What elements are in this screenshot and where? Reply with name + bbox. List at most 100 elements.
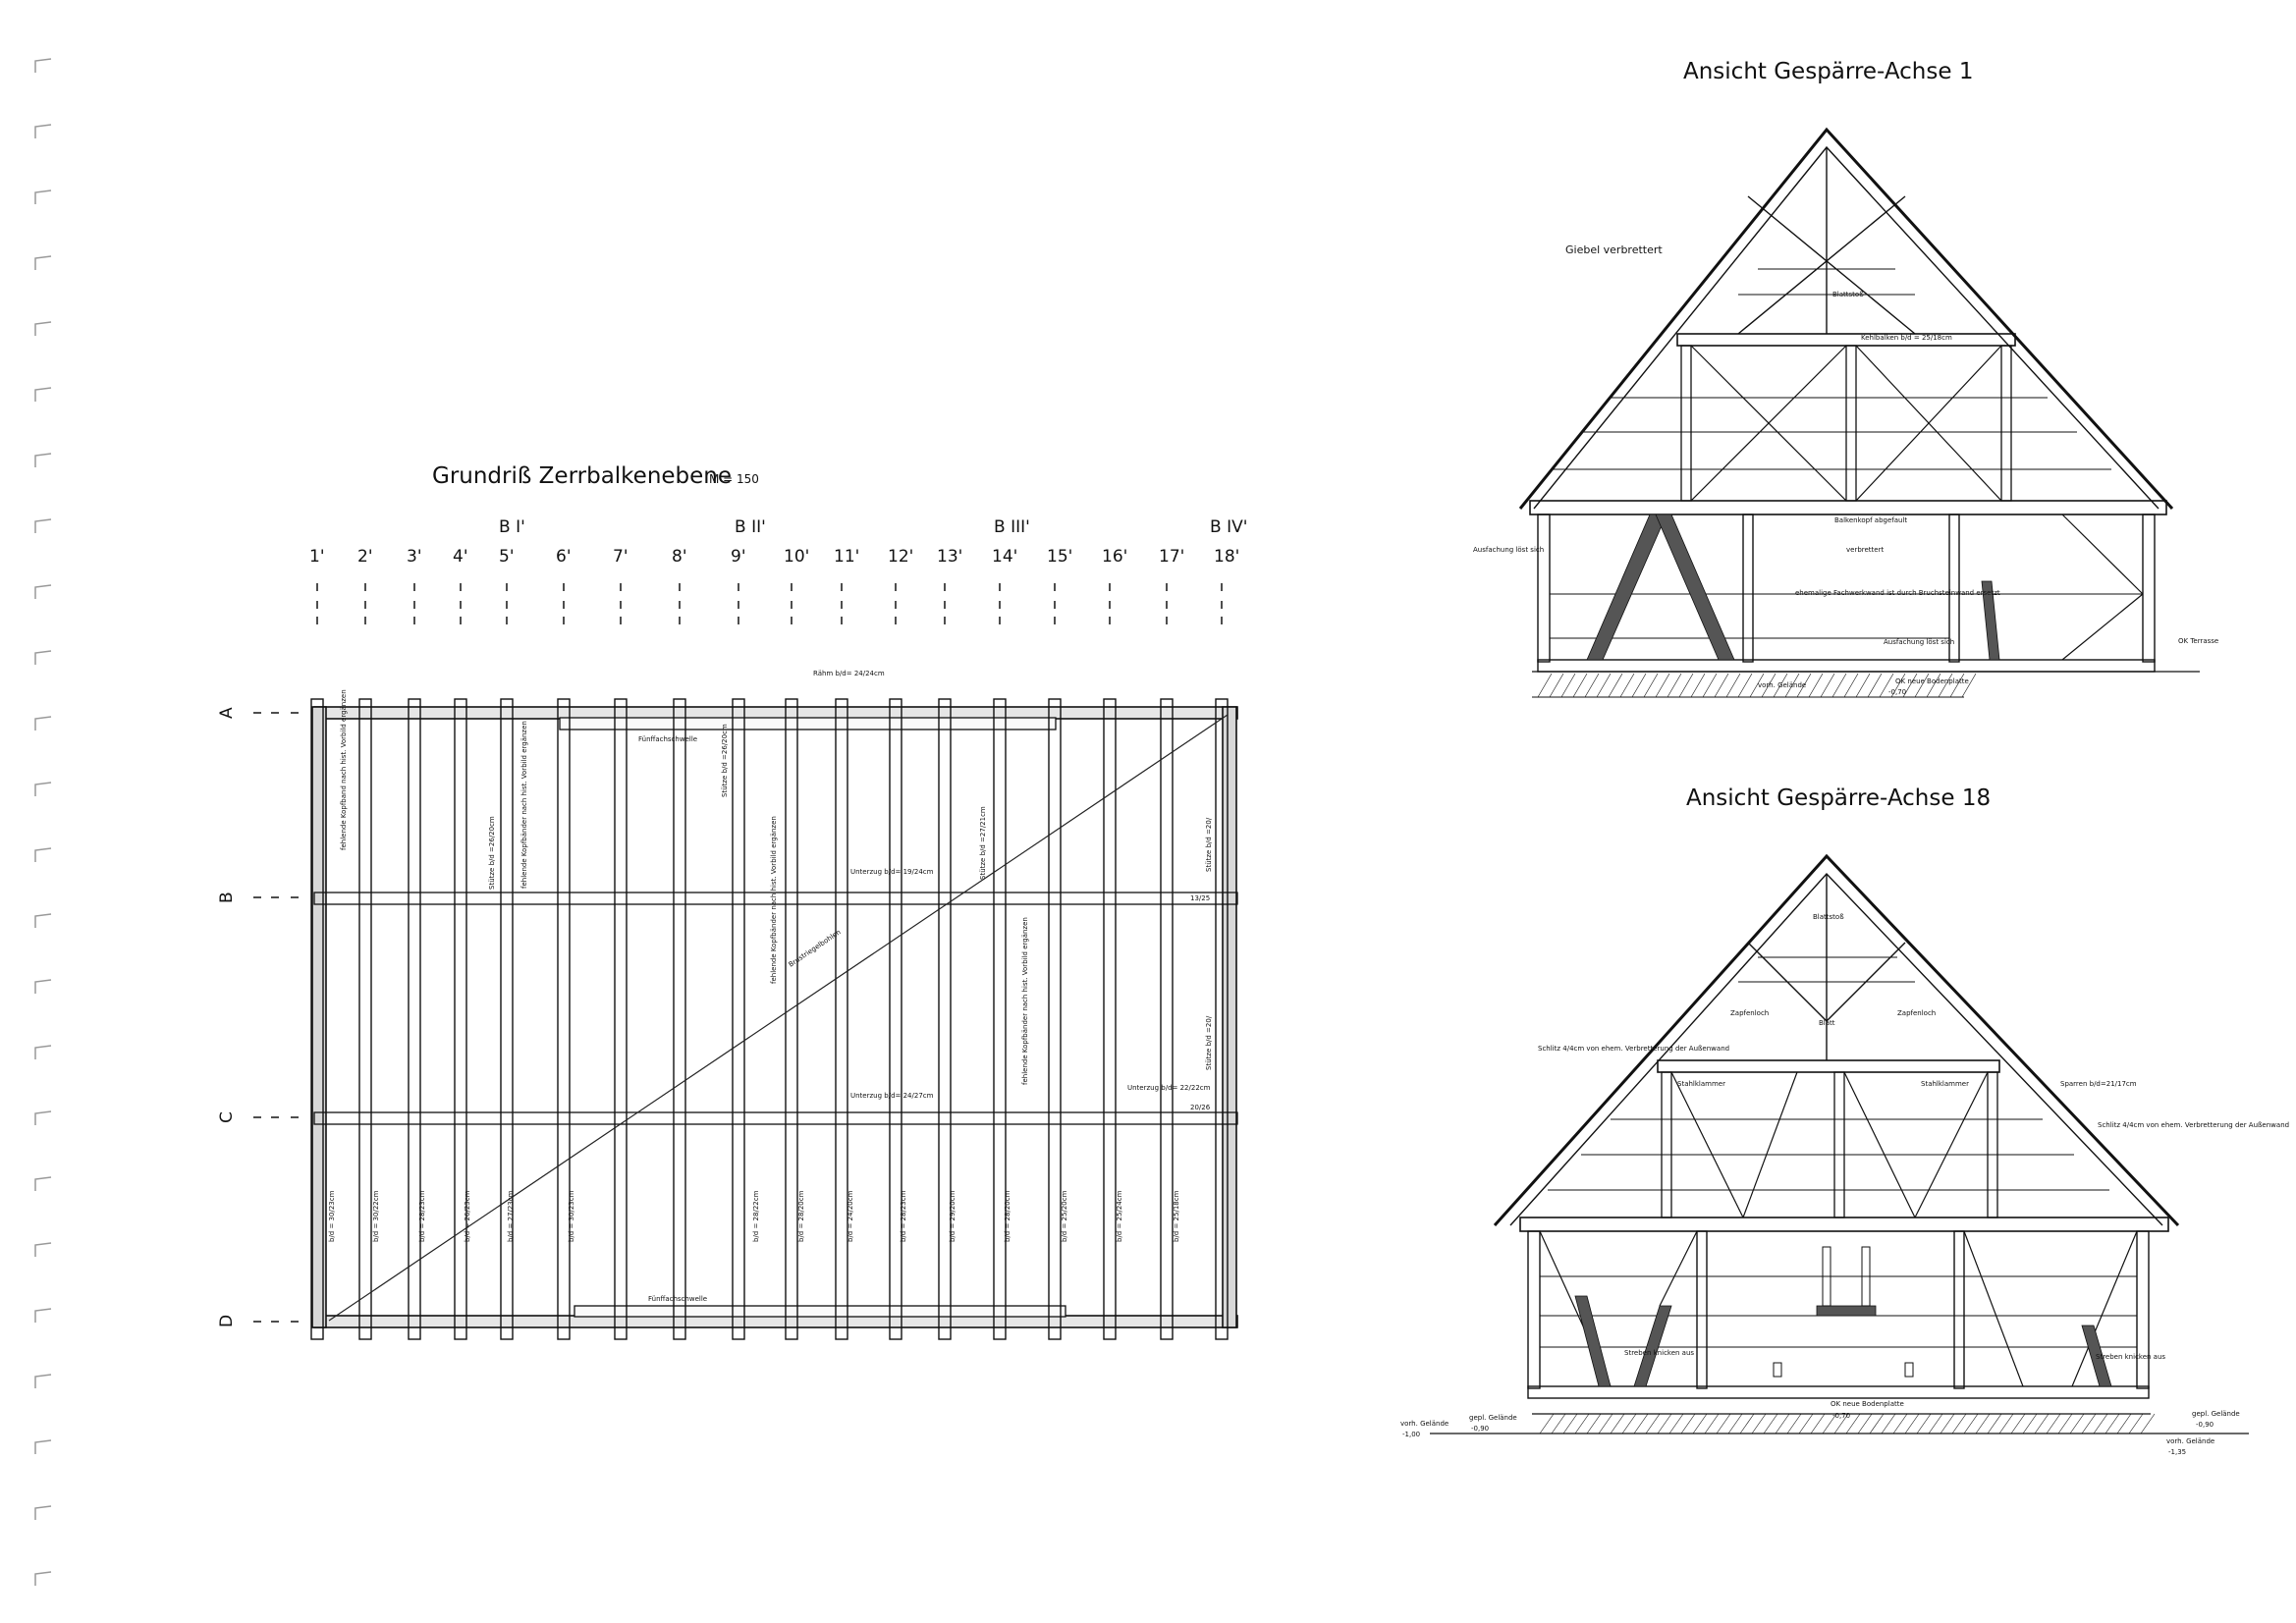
plan-joist: [500, 698, 514, 1340]
ground-hatch: [1975, 1413, 1991, 1434]
note-giebel: Giebel verbrettert: [1565, 243, 1663, 256]
margin-tick: [34, 913, 52, 928]
plan-column-axis-label: 4': [453, 547, 468, 567]
note-kopfband-3: fehlende Kopfbänder nach hist. Vorbild e…: [770, 816, 778, 984]
plan-column-axis-ticks: [316, 583, 1223, 624]
ground-hatch: [1843, 673, 1859, 698]
note-schlitz-right: Schlitz 4/4cm von ehem. Verbretterung de…: [2098, 1121, 2289, 1129]
plan-column-axis-label: 10': [784, 547, 809, 567]
plan-joist: [889, 698, 902, 1340]
ground-hatch: [1822, 1413, 1837, 1434]
plan-beam-label: b/d = 30/22cm: [372, 1190, 380, 1242]
note-unterzug-2: Unterzug b/d= 24/27cm: [850, 1092, 934, 1100]
ground-hatch: [1608, 673, 1623, 698]
elevation-axis-1: [1518, 127, 2200, 698]
margin-tick: [34, 1242, 52, 1257]
note-verbrettert: verbrettert: [1846, 546, 1884, 554]
note-blattstoss-1: Blattstoß: [1832, 291, 1864, 298]
note-kopfband-2: fehlende Kopfbänder nach hist. Vorbild e…: [520, 721, 528, 889]
ground-hatch: [1998, 1413, 2014, 1434]
plan-beam-label: b/d = 28/20cm: [797, 1190, 805, 1242]
ground-hatch: [1916, 1413, 1932, 1434]
plan-row-axis-label: C: [217, 1111, 237, 1123]
plan-column-axis-label: 9': [731, 547, 746, 567]
ground-hatch: [1751, 1413, 1767, 1434]
ground-hatch: [1810, 1413, 1826, 1434]
ground-hatch: [1549, 673, 1564, 698]
margin-tick: [34, 255, 52, 270]
margin-tick: [34, 650, 52, 665]
ground-hatch: [2022, 1413, 2038, 1434]
plan-column-axis-label: 16': [1102, 547, 1127, 567]
margin-tick: [34, 782, 52, 796]
ground-hatch: [1739, 1413, 1755, 1434]
ground-hatch: [1857, 1413, 1873, 1434]
ground-hatch: [1763, 1413, 1778, 1434]
ground-hatch: [1914, 673, 1930, 698]
plan-row-axis-label: A: [217, 707, 237, 719]
plan-row-axis-label: D: [217, 1315, 237, 1327]
note-gelaende-1: vorh. Gelände: [1758, 681, 1806, 689]
ground-hatch: [2140, 1413, 2156, 1434]
plan-column-axis-label: 3': [407, 547, 422, 567]
plan-beam-label: b/d = 26/23cm: [464, 1190, 471, 1242]
ground-hatch: [1987, 1413, 2002, 1434]
plan-column-axis-label: 17': [1159, 547, 1184, 567]
plan-joist: [310, 698, 324, 1340]
ground-hatch: [1940, 1413, 1955, 1434]
margin-tick: [34, 1571, 52, 1586]
margin-tick: [34, 1374, 52, 1388]
elevation-1-notes: Giebel verbrettert Blattstoß Kehlbalken …: [1473, 243, 2218, 696]
margin-tick: [34, 847, 52, 862]
ground-hatch: [1655, 673, 1670, 698]
ground-hatch: [1855, 673, 1871, 698]
ground-hatch: [1668, 1413, 1684, 1434]
ground-hatch: [1657, 1413, 1672, 1434]
ground-hatch: [1926, 673, 1941, 698]
margin-tick: [34, 716, 52, 730]
margin-tick: [34, 518, 52, 533]
ground-hatch: [1773, 673, 1788, 698]
ground-hatch: [1631, 673, 1647, 698]
ground-hatch: [1761, 673, 1777, 698]
ground-hatch: [1643, 673, 1659, 698]
plan-beam-label: b/d = 28/23cm: [900, 1190, 907, 1242]
ground-hatch: [1727, 1413, 1743, 1434]
plan-scale: M = 150: [709, 472, 759, 486]
note-gepl-level-right: -0,90: [2196, 1421, 2214, 1429]
plan-column-axis-label: 6': [556, 547, 572, 567]
note-vorh-gelaende-right: vorh. Gelände: [2166, 1437, 2214, 1445]
plan-joist: [1048, 698, 1062, 1340]
ground-hatch: [1951, 1413, 1967, 1434]
note-fachwerk: ehemalige Fachwerkwand ist durch Bruchst…: [1795, 589, 2000, 597]
plan-beam-label: b/d = 28/20cm: [1004, 1190, 1011, 1242]
note-balkenkopf: Balkenkopf abgefault: [1834, 516, 1907, 524]
ground-hatch: [1716, 1413, 1731, 1434]
ground-hatch: [2010, 1413, 2026, 1434]
ground-hatch: [2034, 1413, 2050, 1434]
margin-tick: [34, 1505, 52, 1520]
plan-frame-label: B III': [994, 517, 1030, 537]
binder-margin-marks: [34, 58, 52, 1586]
note-zapfenloch-left: Zapfenloch: [1730, 1009, 1769, 1017]
ground-hatch: [1714, 673, 1729, 698]
ground-hatch: [1845, 1413, 1861, 1434]
note-streben-left: Streben knicken aus: [1624, 1349, 1694, 1357]
plan-column-axis-label: 18': [1214, 547, 1239, 567]
ground-hatch: [1574, 1413, 1590, 1434]
note-bodenplatte-1: OK neue Bodenplatte: [1895, 677, 1969, 685]
plan-joist: [454, 698, 467, 1340]
plan-joist: [732, 698, 745, 1340]
floor-plan: 1'2'3'4'5'6'7'8'9'10'11'12'13'14'15'16'1…: [217, 517, 1247, 1340]
plan-column-axis-label: 8': [672, 547, 687, 567]
ground-hatch: [1879, 673, 1894, 698]
plan-beam-label: b/d = 25/20cm: [1061, 1190, 1068, 1242]
note-kopfband-1: fehlende Kopfband nach hist. Vorbild erg…: [340, 689, 348, 850]
note-dim-b: 20/26: [1190, 1104, 1211, 1111]
margin-tick: [34, 453, 52, 467]
note-gepl-level-left: -0,90: [1471, 1425, 1489, 1433]
plan-joist: [993, 698, 1007, 1340]
